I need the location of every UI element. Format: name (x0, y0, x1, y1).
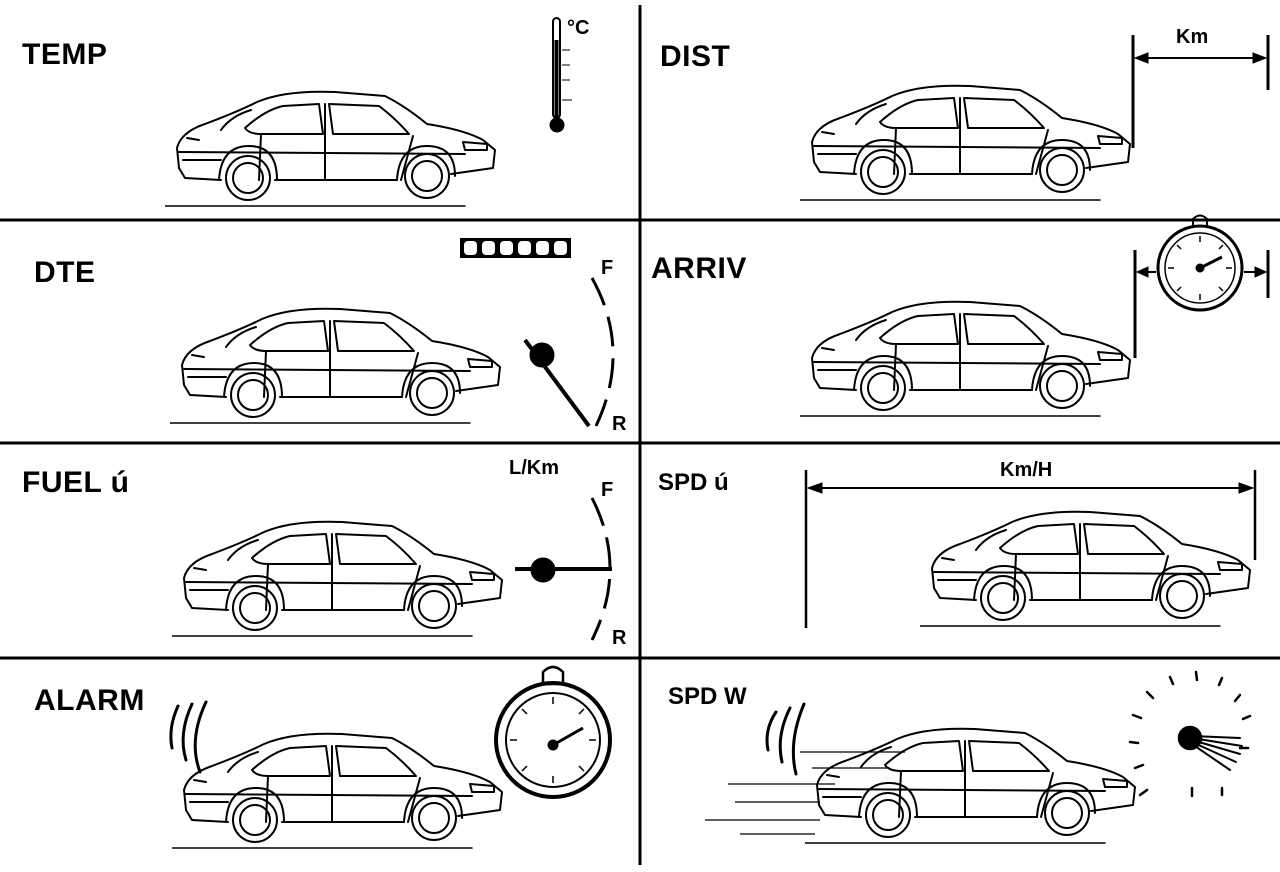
alarm-label: ALARM (34, 684, 145, 717)
motion-lines-icon (705, 751, 905, 835)
dte-gauge-reserve: R (612, 413, 627, 435)
spd-unit: Km/H (1000, 459, 1053, 481)
fuel-label: FUEL ú (22, 466, 130, 499)
fuel-gauge-reserve: R (612, 627, 627, 649)
odometer-icon (460, 238, 571, 258)
speed-bracket-icon (804, 470, 1257, 628)
dist-label: DIST (660, 40, 731, 73)
sound-waves-icon (169, 700, 208, 774)
fuel-gauge-full: F (601, 479, 614, 501)
dist-unit: Km (1176, 26, 1209, 48)
warning-waves-icon (765, 702, 806, 776)
fuel-unit: L/Km (509, 457, 559, 479)
arriv-label: ARRIV (651, 252, 747, 285)
fuel-gauge-icon (523, 277, 615, 428)
temp-unit: °C (567, 17, 590, 39)
speedometer-icon (1128, 670, 1252, 798)
spd-label: SPD ú (658, 469, 729, 496)
arrival-bracket-icon (1133, 250, 1270, 358)
dte-gauge-full: F (601, 257, 614, 279)
thermometer-icon (549, 17, 572, 133)
distance-bracket-icon (1131, 35, 1270, 148)
alarm-clock-icon (494, 665, 612, 799)
stopwatch-icon (1156, 214, 1244, 312)
fuel-consumption-gauge-icon (515, 497, 612, 641)
temp-label: TEMP (22, 38, 108, 71)
dte-label: DTE (34, 256, 96, 289)
spdw-label: SPD W (668, 683, 747, 710)
